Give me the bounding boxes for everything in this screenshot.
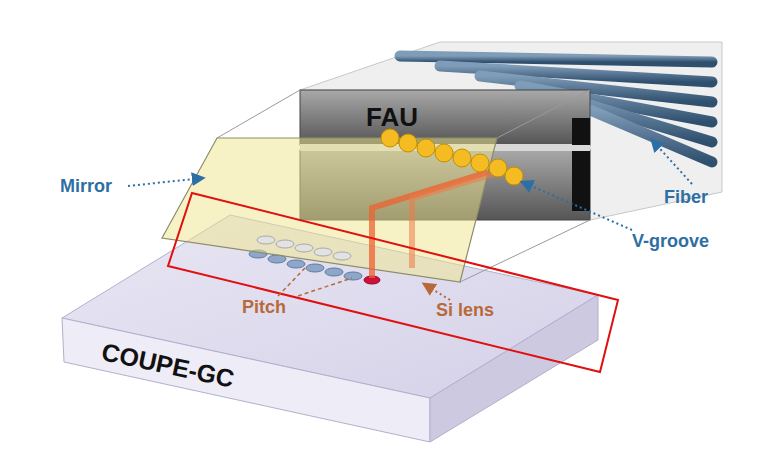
leader-line	[652, 140, 692, 184]
leader-line	[128, 178, 203, 186]
fau-block	[300, 150, 590, 220]
callout-label: Si lens	[436, 300, 494, 321]
fiber-rod	[590, 110, 712, 162]
chip-substrate: COUPE-GC	[62, 215, 598, 445]
v-groove-gap	[300, 144, 590, 151]
mirror-box-edge	[460, 220, 590, 282]
callout-label: V-groove	[632, 231, 709, 252]
grating-coupler	[287, 260, 305, 268]
grating-coupler	[268, 255, 286, 263]
highlight-box	[168, 193, 618, 372]
node-outline	[62, 215, 598, 445]
fiber-rod	[400, 56, 712, 62]
si-lens	[333, 252, 351, 260]
node-label: FAU	[366, 102, 418, 133]
grating-coupler	[344, 272, 362, 280]
light-beam	[412, 172, 500, 268]
fau-block	[300, 90, 590, 145]
fiber-array-unit: FAU	[300, 90, 590, 220]
fau-end-cap	[572, 151, 590, 211]
fau-end-cap	[572, 118, 590, 145]
node-outline	[300, 90, 590, 220]
mirror-box-edge	[217, 90, 300, 138]
grating-coupler	[306, 264, 324, 272]
leader-line	[522, 182, 632, 230]
si-lens	[276, 240, 294, 248]
fiber-housing	[300, 42, 722, 220]
fiber-core	[471, 154, 489, 172]
chip-front-face	[62, 318, 430, 442]
fiber-core	[489, 159, 507, 177]
chip-side-face	[430, 295, 598, 442]
mirror-plate	[162, 138, 497, 282]
si-lens	[257, 236, 275, 244]
fiber-core	[505, 167, 523, 185]
callout-label: Pitch	[242, 297, 286, 318]
grating-coupler	[249, 250, 267, 258]
callout-label: Mirror	[60, 176, 112, 197]
fiber-core	[453, 149, 471, 167]
pitch-line	[278, 268, 305, 296]
callout-label: Fiber	[664, 187, 708, 208]
fiber-rod	[440, 66, 712, 82]
fiber-core	[417, 139, 435, 157]
light-beam	[372, 172, 488, 278]
si-lens	[314, 248, 332, 256]
fiber-core	[381, 129, 399, 147]
mirror-box-edge	[497, 90, 590, 138]
fiber-core	[399, 134, 417, 152]
fiber-core	[435, 144, 453, 162]
si-lens	[295, 244, 313, 252]
active-coupler	[364, 276, 380, 284]
grating-coupler	[325, 268, 343, 276]
pitch-line	[298, 278, 352, 296]
leader-line	[424, 284, 450, 300]
